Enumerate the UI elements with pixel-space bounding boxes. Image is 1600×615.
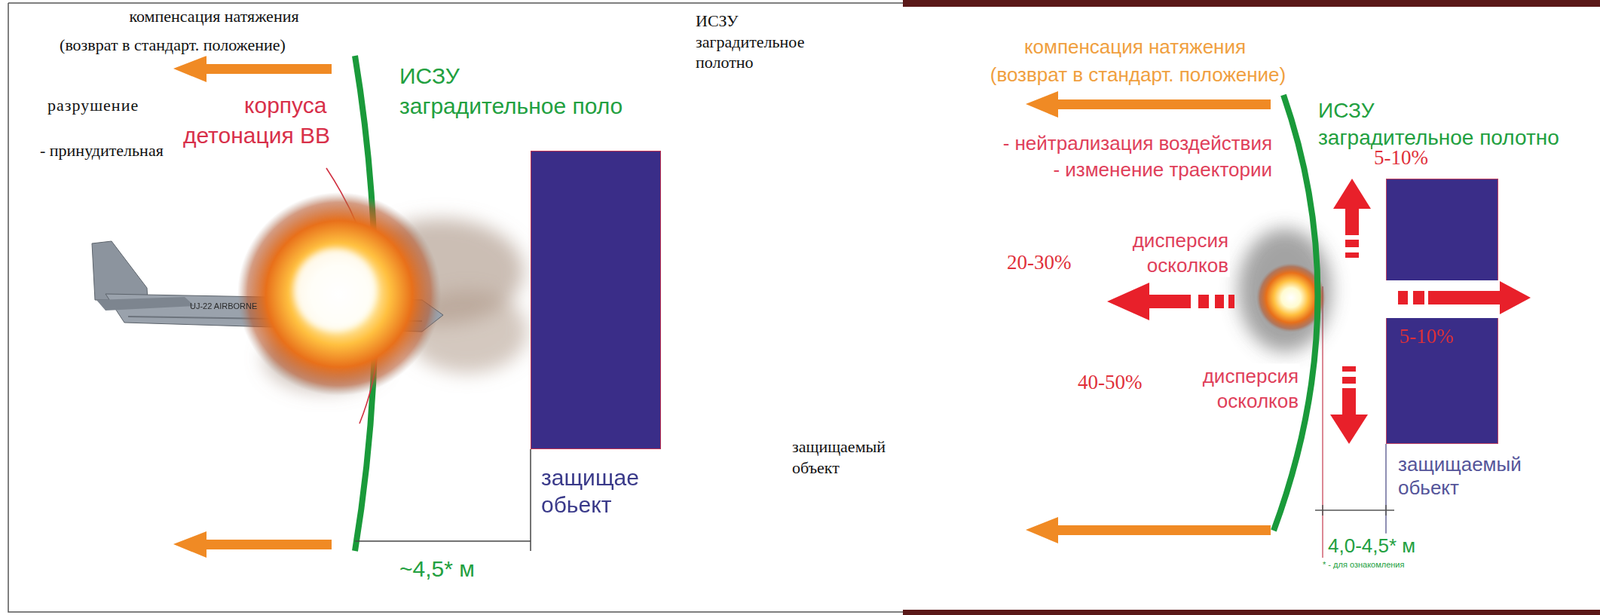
frame	[8, 3, 903, 612]
fragment-label: дисперсия осколков	[1201, 364, 1301, 414]
tension-label: компенсация натяжения	[1022, 34, 1248, 60]
bottom-bar	[902, 609, 1600, 615]
protected-object: защищаемый обьект	[1385, 178, 1499, 444]
percentage: 20-30%	[1005, 250, 1073, 276]
note: - принудительная	[38, 140, 166, 162]
fragment-arrow	[1385, 276, 1537, 322]
footnote: * - для ознакомления	[1321, 559, 1406, 571]
note: защищаемый объект	[790, 436, 888, 478]
barrier-label: заградительное полотно	[1316, 124, 1561, 151]
protected-object: защищае обьект	[530, 150, 661, 450]
effect-label: - изменение траектории	[1051, 157, 1274, 183]
percentage: 40-50%	[1076, 370, 1144, 396]
effect-label: корпуса	[242, 91, 328, 120]
barrier-label: ИСЗУ	[397, 61, 462, 91]
dimension-line	[354, 449, 531, 551]
fragment-arrow	[1107, 178, 1371, 444]
dimension: 4,0-4,5* м	[1326, 533, 1417, 559]
top-bar	[902, 0, 1600, 7]
effect-label: детонация ВВ	[181, 121, 332, 150]
drone-marking: UJ-22 AIRBORNE	[188, 301, 259, 313]
dimension: ~4,5* м	[397, 554, 477, 584]
explosion	[237, 192, 441, 396]
object-label: защищае обьект	[541, 464, 640, 519]
note: ИСЗУ заградительное полотно	[694, 10, 806, 74]
percentage: 5-10%	[1398, 324, 1456, 350]
object-label: защищаемый обьект	[1398, 452, 1522, 500]
barrier-label: заградительное поло	[397, 91, 625, 121]
note: компенсация натяжения	[127, 6, 300, 28]
barrier-label: ИСЗУ	[1316, 97, 1376, 124]
percentage: 5-10%	[1372, 145, 1430, 172]
note: разрушение	[45, 94, 141, 117]
dimension-line	[1315, 504, 1395, 516]
barrier-net	[1273, 94, 1318, 531]
effect-label: - нейтрализация воздействия	[1001, 131, 1274, 157]
fragment-label: дисперсия осколков	[1131, 228, 1230, 278]
object-box	[530, 150, 661, 450]
note: (возврат в стандарт. положение)	[58, 34, 288, 56]
tension-label: (возврат в стандарт. положение)	[988, 62, 1288, 88]
